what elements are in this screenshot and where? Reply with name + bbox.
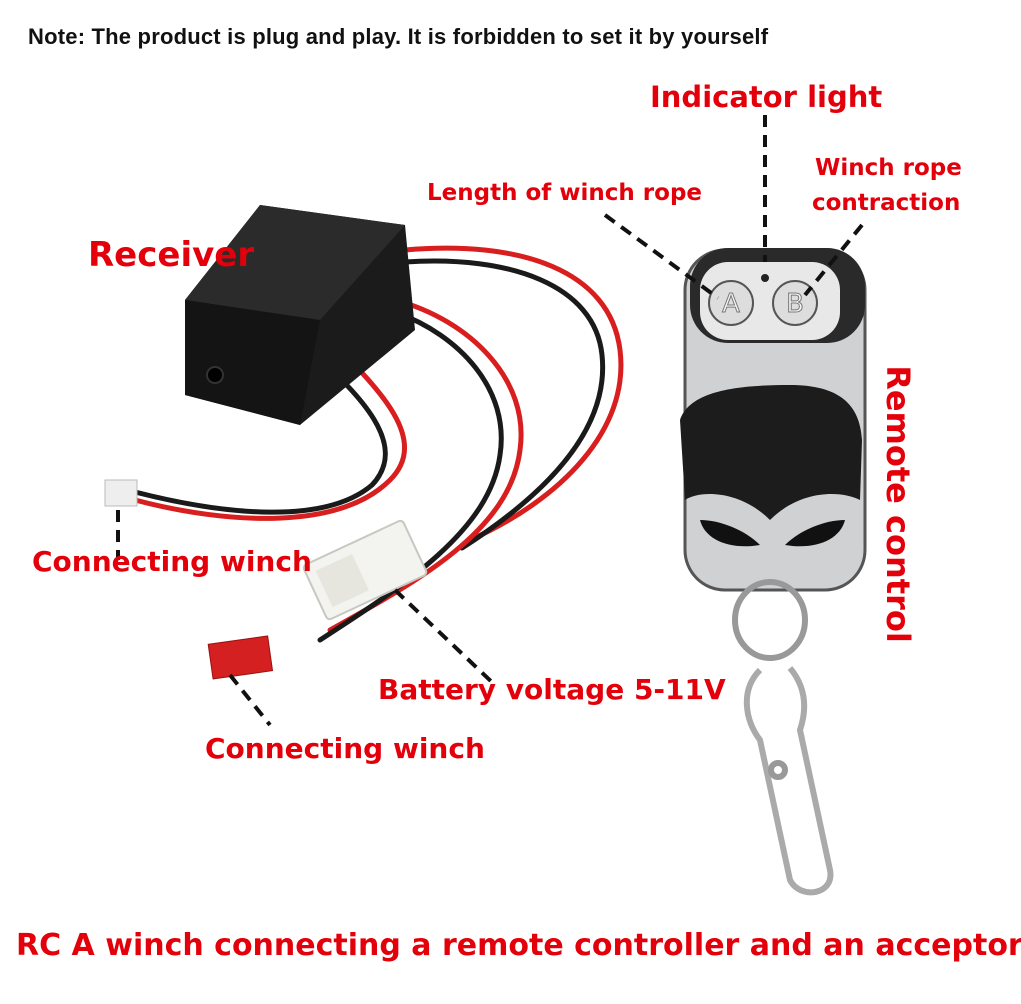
wire-black-3 — [132, 347, 388, 515]
label-indicator-light: Indicator light — [650, 80, 883, 114]
indicator-led — [761, 274, 769, 282]
label-length-of-winch-rope: Length of winch rope — [427, 180, 703, 206]
button-a: A — [722, 289, 740, 319]
receiver-box — [185, 205, 415, 425]
label-connecting-winch-bottom: Connecting winch — [205, 732, 485, 765]
leader-lines — [116, 115, 864, 727]
remote-control — [680, 248, 867, 592]
label-battery-voltage: Battery voltage 5-11V — [378, 673, 726, 706]
keyring — [732, 579, 834, 896]
caption: RC A winch connecting a remote controlle… — [16, 928, 1021, 963]
label-winch-rope-contraction-line2: contraction — [812, 190, 961, 216]
wire-black-1 — [402, 258, 606, 551]
wire-red-1 — [402, 245, 624, 543]
white-connector-small — [104, 479, 138, 507]
label-receiver: Receiver — [88, 235, 255, 275]
wire-red-3 — [132, 337, 408, 521]
button-b: B — [786, 289, 804, 319]
wire-red-2 — [327, 297, 524, 633]
label-remote-control: Remote control — [879, 365, 917, 643]
note-text: Note: The product is plug and play. It i… — [28, 24, 769, 49]
label-connecting-winch-top: Connecting winch — [32, 545, 312, 578]
label-winch-rope-contraction-line1: Winch rope — [815, 155, 962, 181]
red-connector — [207, 635, 274, 680]
white-connector-battery — [302, 519, 428, 621]
